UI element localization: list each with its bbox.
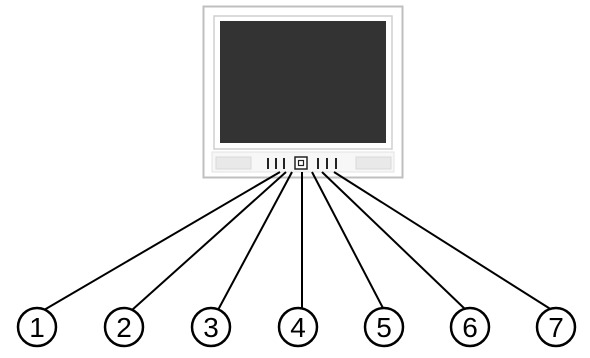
callout-circle	[190, 306, 232, 348]
callout-circle	[16, 306, 58, 348]
callout-4: 4	[277, 306, 319, 348]
right-speaker-grille	[355, 156, 392, 170]
leader-line-2	[131, 171, 287, 311]
callout-3: 3	[190, 306, 232, 348]
callout-circle	[103, 306, 145, 348]
callout-number: 1	[29, 312, 45, 343]
monitor-screen	[220, 21, 386, 143]
callout-number: 7	[548, 312, 564, 343]
leader-line-1	[43, 171, 281, 311]
callout-number: 4	[290, 312, 306, 343]
callout-number: 6	[462, 312, 478, 343]
callout-6: 6	[449, 306, 491, 348]
callout-circle	[535, 306, 577, 348]
callout-number: 3	[203, 312, 219, 343]
leader-line-3	[217, 171, 293, 311]
leader-line-6	[321, 171, 467, 311]
left-speaker-grille	[215, 156, 252, 170]
leader-lines	[43, 171, 553, 311]
leader-line-5	[311, 171, 385, 311]
callout-2: 2	[103, 306, 145, 348]
power-button-4	[297, 159, 305, 167]
callout-1: 1	[16, 306, 58, 348]
callout-7: 7	[535, 306, 577, 348]
callout-circle	[277, 306, 319, 348]
callout-circle	[449, 306, 491, 348]
callout-number: 5	[376, 312, 392, 343]
callout-number: 2	[116, 312, 132, 343]
monitor	[202, 5, 404, 179]
callout-circle	[363, 306, 405, 348]
callout-5: 5	[363, 306, 405, 348]
leader-line-7	[333, 171, 553, 311]
control-buttons	[267, 158, 337, 169]
